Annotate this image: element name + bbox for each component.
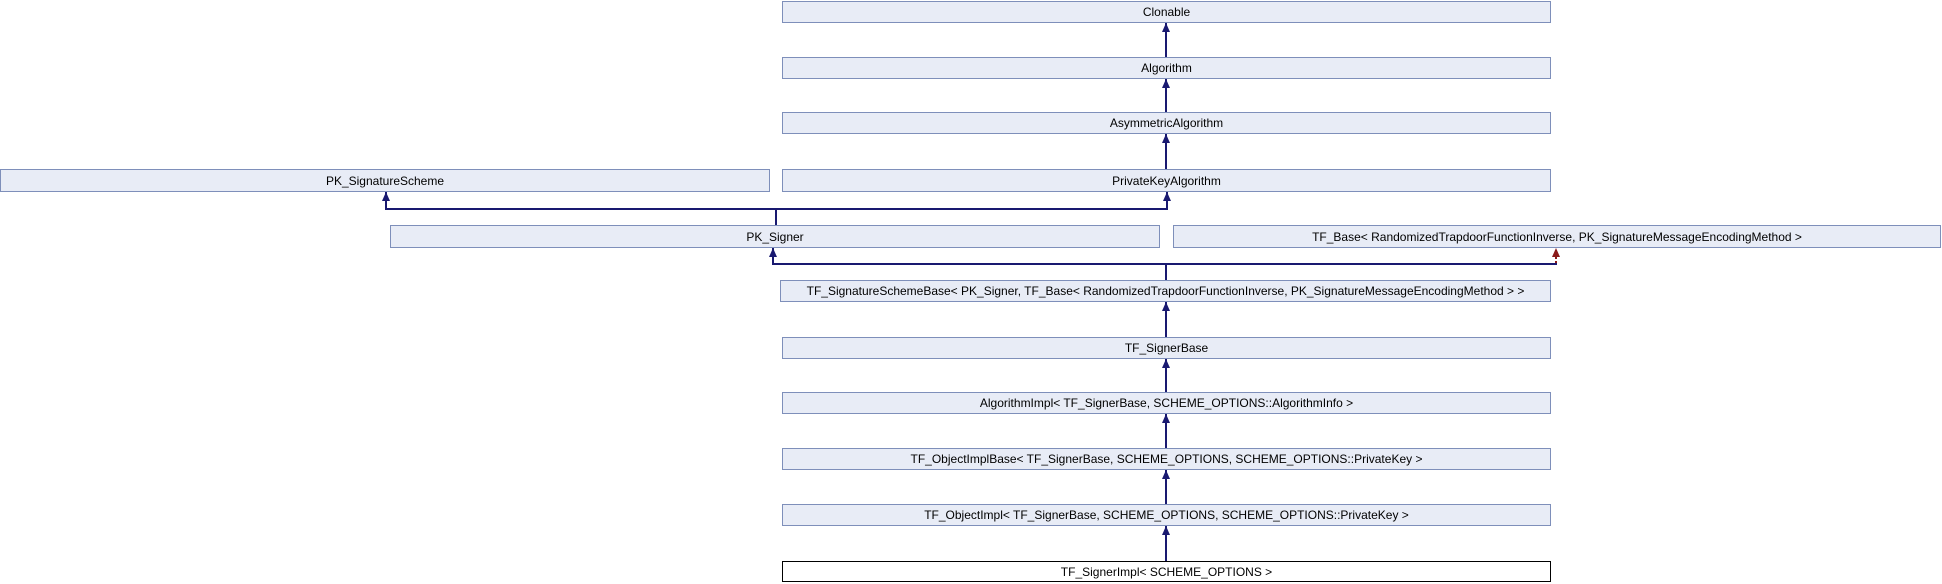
edge-pksigner-privatekeyalgorithm-line: [1166, 192, 1168, 210]
class-node-label: AlgorithmImpl< TF_SignerBase, SCHEME_OPT…: [979, 396, 1354, 410]
class-node-clonable[interactable]: Clonable: [782, 1, 1551, 23]
class-node-label: TF_ObjectImplBase< TF_SignerBase, SCHEME…: [910, 452, 1423, 466]
edge-privatekeyalgorithm-asymmetricalgorithm-line: [1165, 134, 1167, 169]
class-node-label: TF_SignerImpl< SCHEME_OPTIONS >: [1060, 564, 1273, 579]
class-node-algorithmimpl[interactable]: AlgorithmImpl< TF_SignerBase, SCHEME_OPT…: [782, 392, 1551, 414]
class-node-tf-base[interactable]: TF_Base< RandomizedTrapdoorFunctionInver…: [1173, 225, 1941, 248]
edge-tfsignatureschemebase-parents-bus-line: [772, 263, 1557, 265]
edge-tfobjectimplbase-algorithmimpl-arrowhead-icon: [1162, 414, 1170, 423]
edge-algorithm-clonable-line: [1165, 23, 1167, 57]
edge-tfobjectimpl-tfobjectimplbase-line: [1165, 470, 1167, 504]
class-node-pk-signer[interactable]: PK_Signer: [390, 225, 1160, 248]
class-node-pk-signaturescheme[interactable]: PK_SignatureScheme: [0, 169, 770, 192]
edge-asymmetricalgorithm-algorithm-arrowhead-icon: [1162, 79, 1170, 88]
edge-pksigner-privatekeyalgorithm-arrowhead-icon: [1163, 192, 1171, 201]
edge-tfsignatureschemebase-pksigner-arrowhead-icon: [769, 248, 777, 257]
class-node-algorithm[interactable]: Algorithm: [782, 57, 1551, 79]
class-node-label: TF_SignatureSchemeBase< PK_Signer, TF_Ba…: [806, 284, 1525, 298]
class-node-label: AsymmetricAlgorithm: [1109, 116, 1224, 130]
edge-pksigner-pksignaturescheme-line: [385, 192, 387, 210]
edge-pksigner-stem-line: [775, 208, 777, 225]
edge-tfsignerbase-tfsignatureschemebase-line: [1165, 302, 1167, 337]
class-node-tf-signerimpl-current: TF_SignerImpl< SCHEME_OPTIONS >: [782, 561, 1551, 582]
class-node-tf-signerbase[interactable]: TF_SignerBase: [782, 337, 1551, 359]
edge-algorithm-clonable-arrowhead-icon: [1162, 23, 1170, 32]
edge-algorithmimpl-tfsignerbase-arrowhead-icon: [1162, 359, 1170, 368]
class-node-privatekeyalgorithm[interactable]: PrivateKeyAlgorithm: [782, 169, 1551, 192]
edge-tfobjectimpl-tfobjectimplbase-arrowhead-icon: [1162, 470, 1170, 479]
edge-algorithmimpl-tfsignerbase-line: [1165, 359, 1167, 392]
edge-tfsignatureschemebase-tfbase-arrowhead-icon: [1552, 248, 1560, 257]
edge-tfsignerimpl-tfobjectimpl-arrowhead-icon: [1162, 526, 1170, 535]
edge-asymmetricalgorithm-algorithm-line: [1165, 79, 1167, 112]
class-node-label: TF_Base< RandomizedTrapdoorFunctionInver…: [1312, 229, 1802, 244]
class-node-label: TF_ObjectImpl< TF_SignerBase, SCHEME_OPT…: [924, 508, 1409, 522]
edge-tfsignatureschemebase-stem-line: [1165, 263, 1167, 280]
edge-pksigner-pksignaturescheme-arrowhead-icon: [382, 192, 390, 201]
edge-tfsignerimpl-tfobjectimpl-line: [1165, 526, 1167, 561]
class-node-tf-signatureschemebase[interactable]: TF_SignatureSchemeBase< PK_Signer, TF_Ba…: [780, 280, 1551, 302]
class-node-label: Clonable: [1142, 5, 1191, 19]
class-node-label: PK_Signer: [746, 229, 804, 244]
class-node-label: Algorithm: [1141, 61, 1192, 75]
edge-tfobjectimplbase-algorithmimpl-line: [1165, 414, 1167, 448]
class-node-label: PrivateKeyAlgorithm: [1112, 173, 1221, 188]
edge-privatekeyalgorithm-asymmetricalgorithm-arrowhead-icon: [1162, 134, 1170, 143]
class-node-asymmetricalgorithm[interactable]: AsymmetricAlgorithm: [782, 112, 1551, 134]
class-node-tf-objectimplbase[interactable]: TF_ObjectImplBase< TF_SignerBase, SCHEME…: [782, 448, 1551, 470]
edge-tfsignerbase-tfsignatureschemebase-arrowhead-icon: [1162, 302, 1170, 311]
class-node-label: PK_SignatureScheme: [325, 173, 445, 188]
class-node-tf-objectimpl[interactable]: TF_ObjectImpl< TF_SignerBase, SCHEME_OPT…: [782, 504, 1551, 526]
class-node-label: TF_SignerBase: [1124, 341, 1209, 355]
